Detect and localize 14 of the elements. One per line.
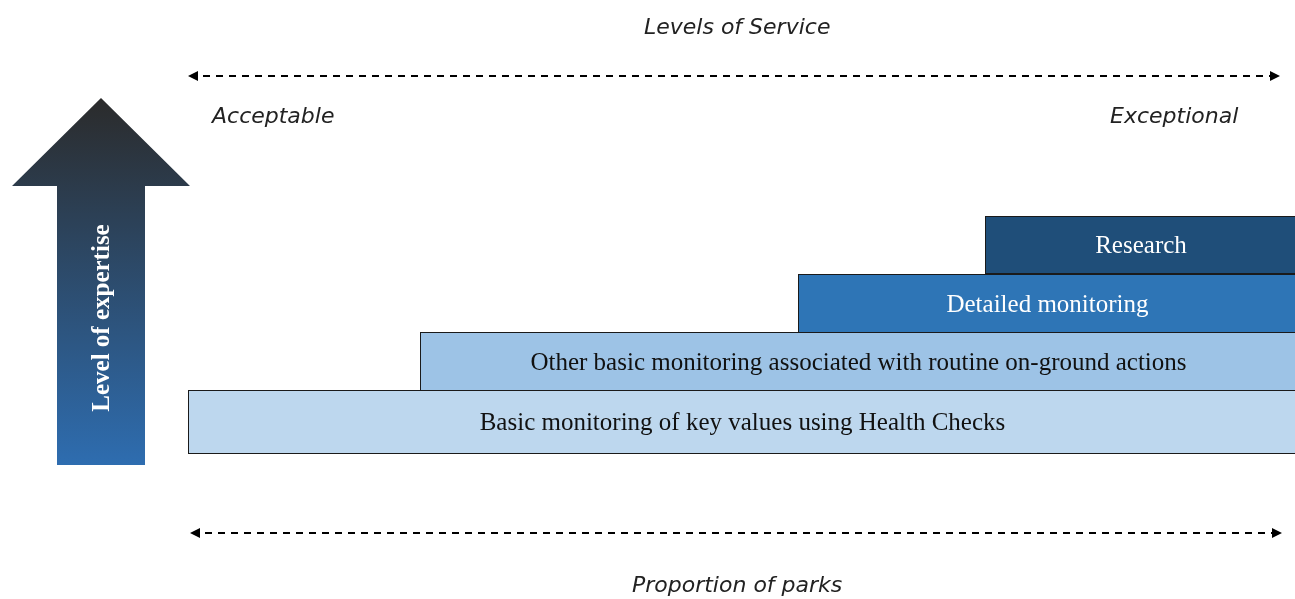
bar-label: Detailed monitoring	[946, 289, 1149, 318]
bar-label: Other basic monitoring associated with routine on-ground actions	[530, 347, 1187, 376]
level-bar	[985, 216, 1295, 274]
axis-title: Levels of Service	[644, 14, 831, 39]
axis-title: Proportion of parks	[632, 572, 843, 597]
up-arrow	[12, 98, 190, 465]
scale-label: Acceptable	[212, 103, 335, 128]
bar-label: Research	[1095, 231, 1187, 259]
arrow-label: Level of expertise	[87, 224, 115, 412]
level-bar	[420, 332, 1295, 391]
bar-label: Basic monitoring of key values using Health Checks	[479, 408, 1006, 436]
scale-label: Exceptional	[1110, 103, 1239, 128]
level-bar	[188, 390, 1295, 454]
level-bar	[798, 274, 1295, 333]
